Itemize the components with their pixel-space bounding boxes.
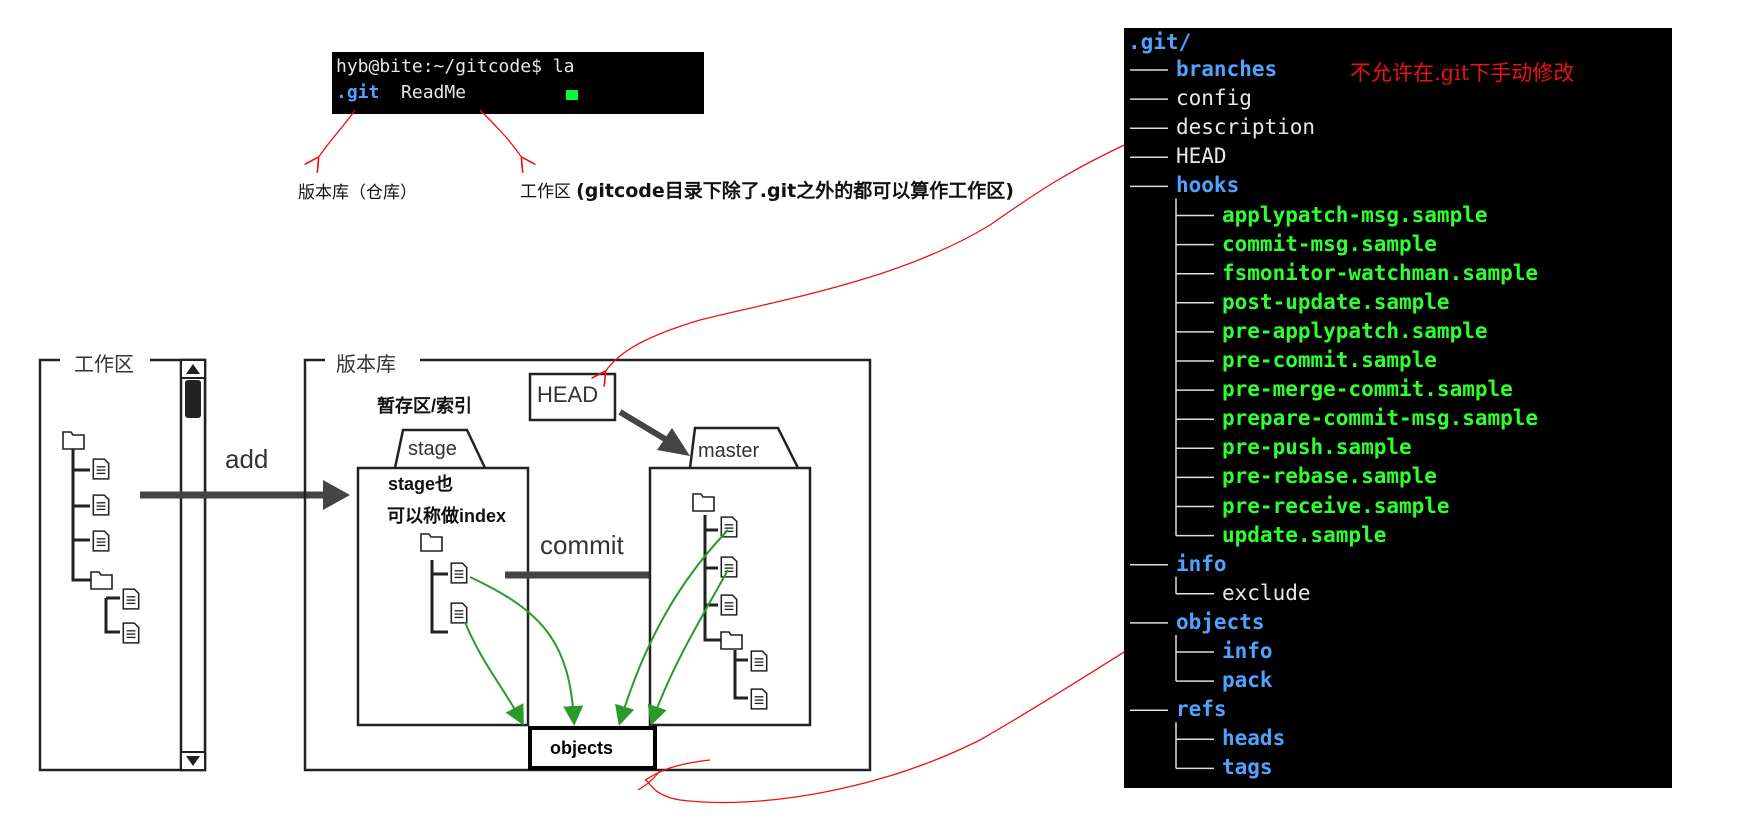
stage-folder [356, 428, 530, 727]
tree-entry: refs [1176, 697, 1227, 722]
terminal-snippet: hyb@bite:~/gitcode$ la .git ReadMe [332, 52, 704, 114]
tree-entry: info [1176, 551, 1227, 576]
tree-entry: description [1176, 115, 1316, 140]
tree-entry: heads [1222, 726, 1286, 751]
tree-entry: tags [1222, 755, 1273, 780]
stage-tab-label: stage [408, 438, 457, 460]
workspace-label-prefix: 工作区 [520, 182, 571, 202]
workspace-label: 工作区 (gitcode目录下除了.git之外的都可以算作工作区) [520, 176, 1014, 203]
head-label: HEAD [537, 382, 599, 407]
tree-entry: config [1176, 86, 1252, 111]
tree-entry: HEAD [1176, 144, 1227, 169]
tree-entry: info [1222, 639, 1273, 663]
workspace-box [38, 358, 207, 772]
repository-label: 版本库（仓库） [298, 183, 417, 203]
master-tab-label: master [698, 440, 760, 462]
workspace-label-note: (gitcode目录下除了.git之外的都可以算作工作区) [576, 180, 1014, 202]
tree-entry: pre-rebase.sample [1222, 464, 1437, 489]
tree-entry: commit-msg.sample [1222, 231, 1437, 256]
tree-entry: exclude [1222, 580, 1311, 605]
workspace-file-tree [71, 448, 120, 634]
tree-entry: objects [1176, 609, 1265, 634]
stage-caption: 暂存区/索引 [377, 396, 473, 416]
commit-label: commit [540, 530, 624, 560]
add-arrow [140, 480, 350, 510]
tree-entry: branches [1176, 57, 1278, 81]
tree-entry: applypatch-msg.sample [1222, 202, 1488, 227]
tree-entry: pre-applypatch.sample [1222, 318, 1488, 343]
tree-entry: hooks [1176, 173, 1240, 198]
objects-box [528, 726, 657, 770]
add-label: add [225, 444, 269, 474]
repository-title: 版本库 [330, 348, 402, 377]
git-dir-entry: .git [336, 82, 380, 103]
objects-label: objects [550, 738, 614, 758]
terminal-cursor [566, 90, 579, 100]
object-pointers [464, 529, 729, 726]
readme-entry: ReadMe [401, 82, 467, 103]
tree-entry: pack [1222, 668, 1273, 693]
tree-entry: pre-merge-commit.sample [1222, 377, 1513, 402]
no-manual-edit-note: 不允许在.git下手动修改 [1350, 61, 1575, 85]
tree-entry: prepare-commit-msg.sample [1222, 406, 1539, 431]
tree-entry: update.sample [1222, 522, 1387, 547]
tree-entry: post-update.sample [1222, 289, 1450, 314]
workspace-title: 工作区 [68, 348, 140, 377]
tree-root: .git/ [1128, 30, 1192, 54]
tree-entry: pre-commit.sample [1222, 348, 1437, 372]
tree-lines [1130, 69, 1214, 770]
stage-note-line2: 可以称做index [387, 506, 507, 526]
tree-entry: fsmonitor-watchman.sample [1222, 260, 1539, 285]
terminal-prompt: hyb@bite:~/gitcode$ la [336, 56, 575, 77]
tree-entry: pre-receive.sample [1222, 493, 1450, 518]
stage-note-line1: stage也 [388, 474, 454, 494]
tree-entry: pre-push.sample [1222, 435, 1412, 460]
head-to-master-arrow [618, 409, 690, 456]
terminal-listing: .git ReadMe [336, 80, 700, 106]
